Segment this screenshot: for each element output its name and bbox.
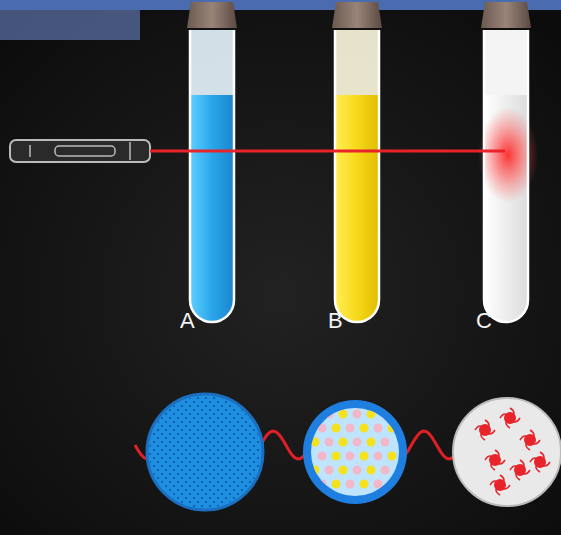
particle-dot xyxy=(388,452,397,461)
particle-dot xyxy=(374,480,383,489)
particle-dot xyxy=(353,438,362,447)
suspension-particles xyxy=(303,400,407,504)
colloid-particle xyxy=(489,454,501,466)
laser-beam xyxy=(150,150,505,153)
particle-dot xyxy=(325,466,334,475)
particle-dot xyxy=(318,424,327,433)
particle-dot xyxy=(346,452,355,461)
solution-particles xyxy=(147,394,263,510)
scatter-line xyxy=(475,420,495,440)
particle-dot xyxy=(346,480,355,489)
particle-dot xyxy=(339,438,348,447)
scatter-line xyxy=(510,460,530,480)
particle-dot xyxy=(381,466,390,475)
particle-dot xyxy=(325,410,334,419)
scatter-line xyxy=(485,450,505,470)
particle-dot xyxy=(346,424,355,433)
particle-dot xyxy=(318,452,327,461)
particle-dot xyxy=(367,410,376,419)
laser-pointer xyxy=(10,140,150,162)
colloid-particle xyxy=(514,464,526,476)
particle-dot xyxy=(311,438,320,447)
scatter-line xyxy=(520,430,540,450)
tube-label: A xyxy=(180,310,195,332)
particle-dot xyxy=(381,410,390,419)
particle-dot xyxy=(318,480,327,489)
test-tube-a xyxy=(187,2,237,322)
particle-dot xyxy=(388,424,397,433)
particle-dot xyxy=(332,480,341,489)
particle-dot xyxy=(374,424,383,433)
particle-dot xyxy=(360,480,369,489)
colloid-particle xyxy=(479,424,491,436)
particle-dot xyxy=(367,438,376,447)
tube-label: C xyxy=(476,310,492,332)
tube-label: B xyxy=(328,310,343,332)
colloid-particles xyxy=(453,398,561,506)
particle-dot xyxy=(374,452,383,461)
particle-dot xyxy=(332,452,341,461)
scatter-line xyxy=(490,475,510,495)
particle-dot xyxy=(339,410,348,419)
test-tube-b xyxy=(332,2,382,322)
scatter-line xyxy=(530,452,550,472)
particle-dot xyxy=(381,438,390,447)
particle-dot xyxy=(325,438,334,447)
colloid-particle xyxy=(524,434,536,446)
particle-dot xyxy=(311,410,320,419)
colloid-particle xyxy=(504,412,516,424)
particle-dot xyxy=(339,466,348,475)
particle-dot xyxy=(367,466,376,475)
test-tube-c xyxy=(478,2,538,322)
particle-dot xyxy=(360,452,369,461)
particle-dot xyxy=(332,424,341,433)
colloid-particle xyxy=(534,456,546,468)
particle-dot xyxy=(353,410,362,419)
particle-dot xyxy=(360,424,369,433)
scatter-line xyxy=(500,408,520,428)
particle-dot xyxy=(311,466,320,475)
particle-dot xyxy=(353,466,362,475)
colloid-particle xyxy=(494,479,506,491)
particle-dot xyxy=(388,480,397,489)
